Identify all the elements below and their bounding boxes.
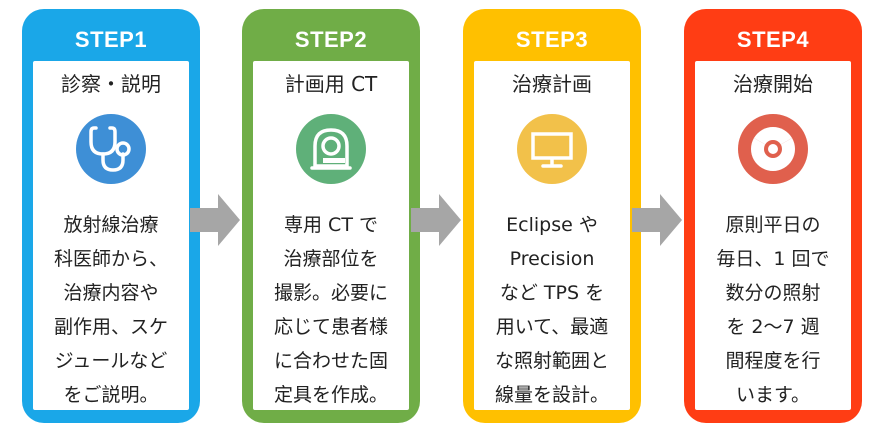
step-3-desc-line: Precision — [509, 248, 595, 270]
radiation-icon — [738, 114, 808, 184]
step-4-desc-line: います。 — [735, 384, 811, 406]
step-4-box: STEP4 治療開始 原則平日の 毎日、1 回で 数分の照射 を 2～7 週 間… — [684, 9, 862, 423]
step-1-desc-line: をご説明。 — [63, 384, 159, 406]
step-3-desc-line: な照射範囲と — [494, 350, 609, 372]
step-1-description: 放射線治療 科医師から、 治療内容や 副作用、スケ ジュールなど をご説明。 — [37, 208, 185, 412]
ct-scanner-icon — [296, 114, 366, 184]
monitor-icon — [517, 114, 587, 184]
step-2-desc-line: 治療部位を — [283, 248, 379, 270]
step-3-desc-line: Eclipse や — [506, 214, 598, 236]
step-2-title: 計画用 CT — [284, 72, 378, 96]
step-1-title: 診察・説明 — [61, 72, 161, 96]
step-1-label: STEP1 — [74, 27, 148, 52]
step-2-desc-line: 定具を作成。 — [273, 384, 388, 406]
step-2-desc-line: 専用 CT で — [284, 214, 378, 236]
step-2-desc-line: に合わせた固 — [273, 350, 388, 372]
step-4-desc-line: 原則平日の — [725, 214, 821, 236]
step-4-desc-line: 間程度を行 — [725, 350, 821, 372]
arrow-shape — [190, 194, 240, 246]
step-1-desc-line: 科医師から、 — [53, 248, 168, 270]
arrow-right-icon — [411, 190, 461, 250]
stethoscope-icon — [76, 114, 146, 184]
arrow-shape — [411, 194, 461, 246]
step-2-label: STEP2 — [294, 27, 368, 52]
step-4-label: STEP4 — [736, 27, 810, 52]
step-3-desc-line: 用いて、最適 — [495, 316, 609, 338]
step-4-title: 治療開始 — [733, 72, 813, 96]
step-3-title: 治療計画 — [512, 72, 592, 96]
step-3-description: Eclipse や Precision など TPS を 用いて、最適 な照射範… — [478, 208, 626, 412]
step-4-desc-line: 数分の照射 — [725, 282, 821, 304]
step-2-desc-line: 応じて患者様 — [273, 316, 388, 338]
arrow-right-icon — [190, 190, 240, 250]
arrow-shape — [632, 194, 682, 246]
step-1-card: 診察・説明 放射線治療 科医師から、 治療内容や 副作用、スケ ジュールなど を… — [33, 61, 189, 410]
step-1-desc-line: 放射線治療 — [63, 214, 159, 236]
step-2-description: 専用 CT で 治療部位を 撮影。必要に 応じて患者様 に合わせた固 定具を作成… — [257, 208, 405, 412]
arrow-right-icon — [632, 190, 682, 250]
step-4-card: 治療開始 原則平日の 毎日、1 回で 数分の照射 を 2～7 週 間程度を行 い… — [695, 61, 851, 410]
step-4-desc-line: を 2～7 週 — [726, 316, 820, 338]
step-2-card: 計画用 CT 専用 CT で 治療部位を 撮影。必要に 応じて患者様 に合わせた… — [253, 61, 409, 410]
step-1-desc-line: ジュールなど — [54, 350, 168, 372]
step-3-desc-line: など TPS を — [499, 282, 605, 304]
step-4-desc-line: 毎日、1 回で — [716, 248, 830, 270]
step-2-box: STEP2 計画用 CT 専用 CT で 治療部位を 撮影。必要に 応じて患者様… — [242, 9, 420, 423]
step-3-desc-line: 線量を設計。 — [494, 384, 609, 406]
step-3-card: 治療計画 Eclipse や Precision など TPS を 用いて、最適… — [474, 61, 630, 410]
step-3-label: STEP3 — [515, 27, 589, 52]
step-4-description: 原則平日の 毎日、1 回で 数分の照射 を 2～7 週 間程度を行 います。 — [699, 208, 847, 412]
step-3-box: STEP3 治療計画 Eclipse や Precision など TPS を … — [463, 9, 641, 423]
step-2-desc-line: 撮影。必要に — [273, 282, 388, 304]
step-1-desc-line: 治療内容や — [63, 282, 159, 304]
step-1-box: STEP1 診察・説明 放射線治療 科医師から、 治療内容や 副作用、スケ ジュ… — [22, 9, 200, 423]
step-1-desc-line: 副作用、スケ — [53, 316, 168, 338]
